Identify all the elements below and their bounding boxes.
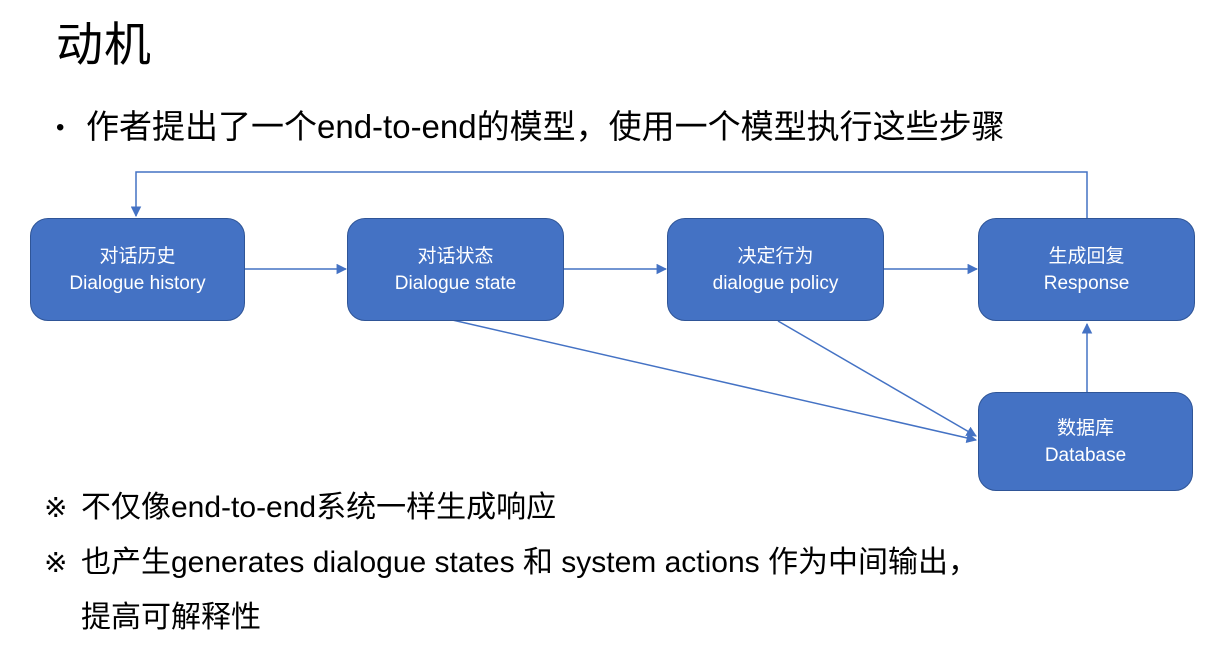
- connector-response-to-history-feedback: [130, 171, 1088, 218]
- note-text: 提高可解释性: [81, 601, 261, 634]
- connector-state-to-database: [447, 318, 978, 444]
- notes-block: ※ 不仅像end-to-end系统一样生成响应 ※ 也产生generates d…: [44, 482, 978, 646]
- note-line-3: 提高可解释性: [44, 592, 978, 646]
- note-marker: ※: [44, 547, 68, 578]
- connector-policy-to-database: [777, 320, 977, 437]
- node-dialogue-policy: 决定行为 dialogue policy: [667, 218, 884, 321]
- note-text: 也产生generates dialogue states 和 system ac…: [81, 546, 978, 579]
- node-dialogue-history: 对话历史 Dialogue history: [30, 218, 245, 321]
- node-database: 数据库 Database: [978, 392, 1193, 491]
- bullet-point: • 作者提出了一个end-to-end的模型，使用一个模型执行这些步骤: [56, 100, 1005, 148]
- node-label-en: Database: [1044, 444, 1127, 466]
- node-response: 生成回复 Response: [978, 218, 1195, 321]
- node-label-en: Dialogue history: [69, 272, 206, 294]
- bullet-marker: •: [56, 114, 65, 141]
- node-label-en: Dialogue state: [394, 272, 517, 294]
- node-label-zh: 生成回复: [1048, 245, 1125, 267]
- node-dialogue-state: 对话状态 Dialogue state: [347, 218, 564, 321]
- slide-title: 动机: [56, 18, 152, 71]
- bullet-text: 作者提出了一个end-to-end的模型，使用一个模型执行这些步骤: [86, 108, 1005, 145]
- node-label-zh: 对话历史: [99, 245, 176, 267]
- note-line-1: ※ 不仅像end-to-end系统一样生成响应: [44, 482, 978, 537]
- node-label-en: Response: [1043, 272, 1130, 294]
- node-label-zh: 对话状态: [417, 245, 494, 267]
- node-label-zh: 数据库: [1056, 417, 1114, 439]
- note-text: 不仅像end-to-end系统一样生成响应: [81, 491, 557, 524]
- note-marker: ※: [44, 492, 68, 523]
- note-line-2: ※ 也产生generates dialogue states 和 system …: [44, 537, 978, 592]
- node-label-en: dialogue policy: [712, 272, 839, 294]
- node-label-zh: 决定行为: [737, 245, 814, 267]
